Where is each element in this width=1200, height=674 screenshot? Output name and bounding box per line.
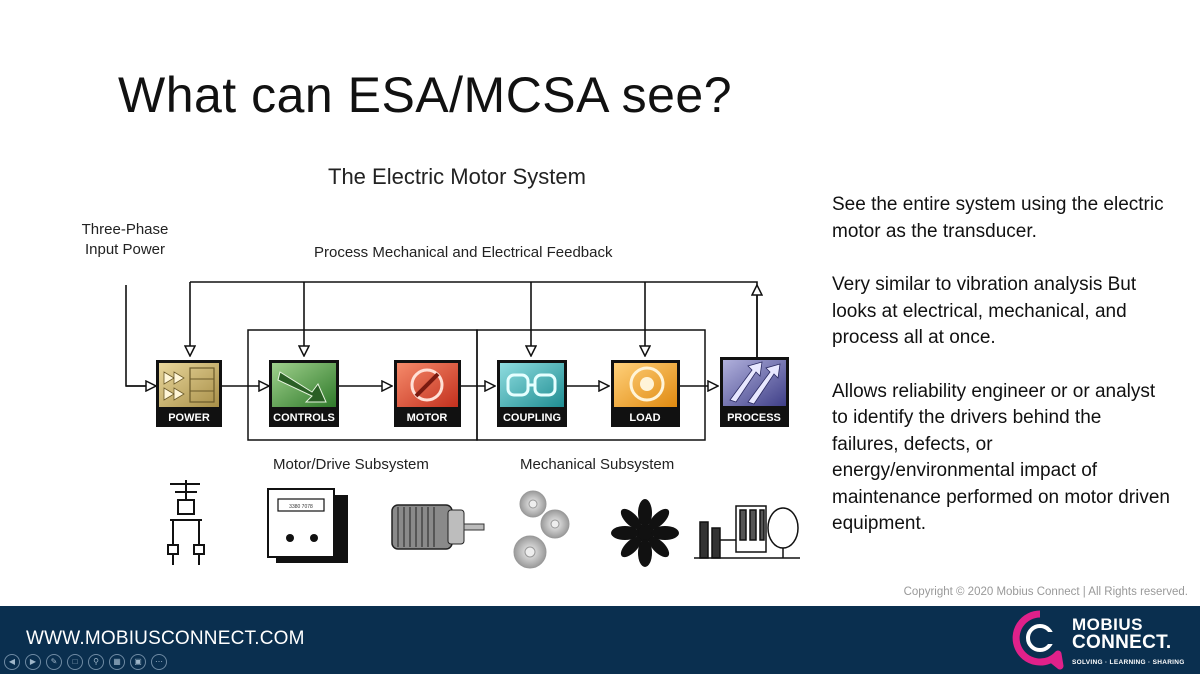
load-block: LOAD [611,360,680,427]
footer-bar: WWW.MOBIUSCONNECT.COM MOBIUS CONNECT. SO… [0,606,1200,674]
website-url: WWW.MOBIUSCONNECT.COM [26,628,305,649]
prev-icon[interactable]: ◀ [4,654,20,670]
substation-icon [167,480,205,565]
process-block: PROCESS [720,357,789,427]
coupling-label: COUPLING [503,412,561,424]
motor-block: MOTOR [394,360,461,427]
slide: What can ESA/MCSA see? The Electric Moto… [81,67,1188,598]
mechanical-subsystem-frame [476,329,706,441]
input-power-label: Three-Phase Input Power [81,221,169,258]
diagram-title: The Electric Motor System [328,164,586,189]
power-block: POWER [156,360,222,427]
motor-drive-subsystem-label: Motor/Drive Subsystem [273,456,429,473]
controls-label: CONTROLS [273,412,335,424]
pen-icon[interactable]: ✎ [46,654,62,670]
slides-icon[interactable]: □ [67,654,83,670]
impeller-icon [611,499,679,567]
svg-text:3380 7078: 3380 7078 [289,504,313,510]
bullet-2: Very similar to vibration analysis But l… [832,274,1137,348]
drive-panel-icon: 3380 7078 [267,488,348,563]
coupling-block: COUPLING [497,360,567,427]
camera-icon[interactable]: ▣ [130,654,146,670]
controls-block: CONTROLS [269,360,339,427]
next-icon[interactable]: ▶ [25,654,41,670]
bullet-3: Allows reliability engineer or or analys… [832,380,1170,535]
motor-label: MOTOR [407,412,448,424]
mobius-logo-text: MOBIUS CONNECT. SOLVING · LEARNING · SHA… [1072,615,1185,667]
motor-icon [391,504,485,550]
gears-icon [513,490,570,569]
copyright: Copyright © 2020 Mobius Connect | All Ri… [903,586,1188,598]
mobius-logo-icon [1012,610,1064,670]
bullet-text: See the entire system using the electric… [832,192,1172,565]
motor-system-diagram: POWER CONTROLS MOTOR COUPLING [125,281,800,569]
bullet-1: See the entire system using the electric… [832,194,1164,242]
grid-icon[interactable]: ▦ [109,654,125,670]
feedback-label: Process Mechanical and Electrical Feedba… [314,244,613,261]
process-label: PROCESS [727,412,781,424]
process-plant-icon [694,505,800,559]
power-label: POWER [168,412,210,424]
slide-title: What can ESA/MCSA see? [118,67,733,123]
zoom-icon[interactable]: ⚲ [88,654,104,670]
load-label: LOAD [629,412,660,424]
more-icon[interactable]: ⋯ [151,654,167,670]
mechanical-subsystem-label: Mechanical Subsystem [520,456,675,473]
slideshow-nav: ◀ ▶ ✎ □ ⚲ ▦ ▣ ⋯ [4,654,167,670]
